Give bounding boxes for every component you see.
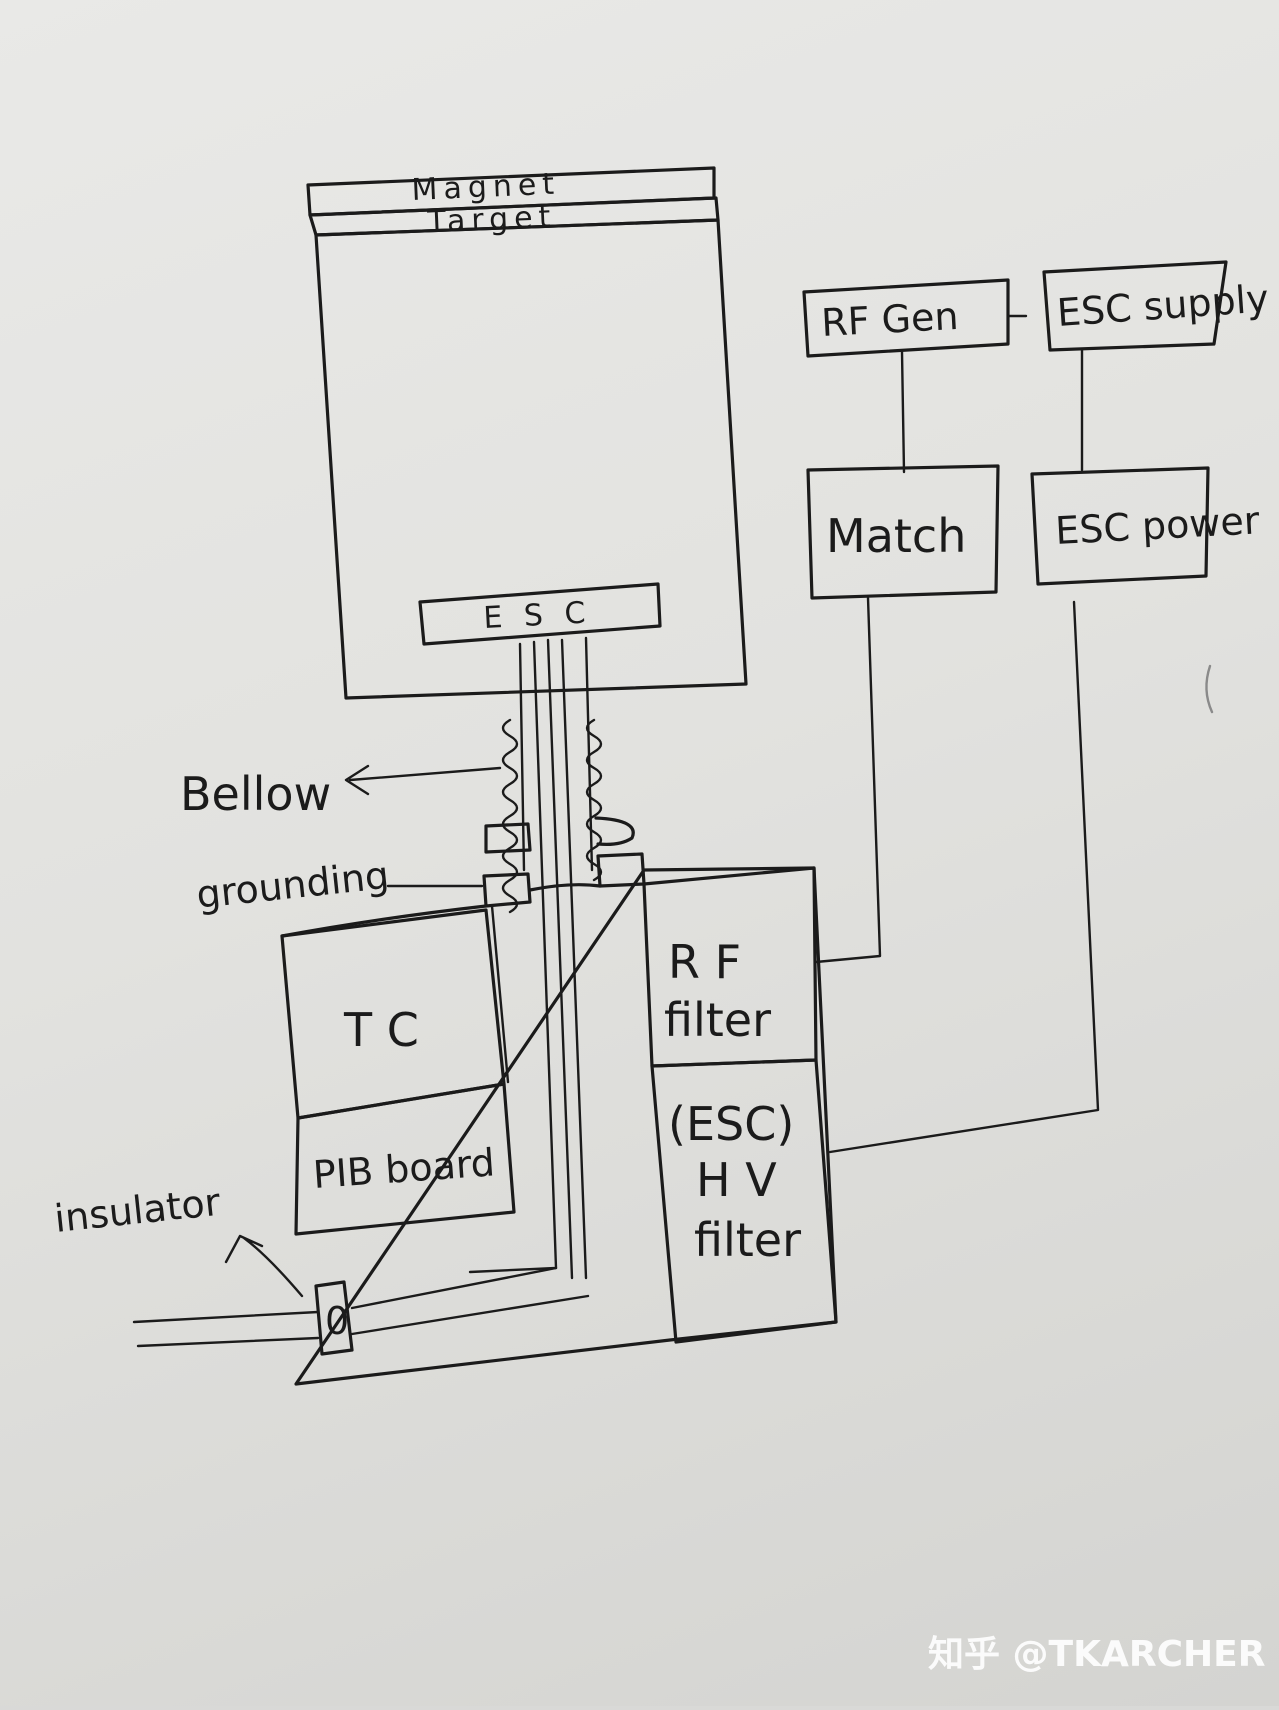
edge-mark — [1205, 664, 1214, 714]
esc-power-to-hv-filter-line — [828, 600, 1100, 1154]
match-to-rf-filter-line — [814, 596, 882, 964]
rf-gen-to-match-line — [900, 350, 906, 474]
chamber-body — [314, 218, 748, 700]
pib-board-block: PIB board — [294, 1082, 516, 1236]
bellow-flange-left — [484, 822, 532, 854]
chamber: Magnet Target — [306, 166, 748, 700]
esc-power-box — [1030, 466, 1210, 586]
esc-supply-label: ESC supply — [1056, 276, 1270, 335]
esc-hv-filter-box — [650, 1058, 838, 1344]
rf-filter-label-line2: filter — [664, 993, 771, 1047]
watermark: 知乎 @TKARCHER — [928, 1634, 1265, 1675]
esc-hv-filter-label-line1: (ESC) — [668, 1097, 794, 1151]
tc-label: T C — [343, 1003, 419, 1057]
bellow-coils — [484, 718, 635, 914]
insulator-symbol: 0 — [325, 1299, 349, 1343]
esc-power-label: ESC power — [1054, 498, 1261, 553]
grounding-annotation: grounding — [194, 853, 484, 917]
bellow-arrow — [344, 764, 502, 796]
esc-hv-filter-label-line3: filter — [694, 1213, 801, 1267]
esc-power-chain: ESC supply ESC power — [828, 260, 1270, 1154]
esc-hv-filter-block: (ESC) H V filter — [650, 1058, 838, 1344]
pib-inner-wall — [490, 904, 510, 1084]
match-label: Match — [826, 509, 966, 563]
rf-gen-box — [802, 278, 1010, 358]
esc-hv-filter-label-line2: H V — [696, 1153, 777, 1207]
rf-filter-label-line1: R F — [668, 935, 741, 989]
pib-board-box — [294, 1082, 516, 1236]
coax-line-top — [132, 1266, 558, 1324]
rf-gen-label: RF Gen — [820, 294, 959, 345]
bellow-label: Bellow — [180, 767, 331, 821]
pib-board-label: PIB board — [312, 1140, 497, 1197]
magnet-label: Magnet — [411, 167, 561, 208]
tc-block: T C — [280, 908, 506, 1120]
wire-3 — [560, 638, 588, 1280]
rf-chain: RF Gen Match — [802, 278, 1028, 964]
esc: E S C — [418, 582, 662, 646]
wire-2 — [546, 638, 574, 1280]
shaft-left-wall — [518, 642, 526, 872]
insulator-assembly: insulator 0 — [52, 1180, 590, 1356]
match-box — [806, 464, 1000, 600]
coax-line-bottom — [136, 1294, 590, 1348]
esc-label: E S C — [483, 595, 593, 636]
rf-filter-block: R F filter — [642, 866, 818, 1068]
grounding-block-left — [482, 872, 532, 908]
esc-supply-box — [1042, 260, 1228, 352]
insulator-label: insulator — [52, 1180, 222, 1241]
insulator-box — [314, 1280, 354, 1356]
bellow-coil-left — [501, 718, 519, 914]
bellow-annotation: Bellow — [180, 764, 502, 821]
esc-box — [418, 582, 662, 646]
grounding-label: grounding — [194, 853, 391, 917]
target-label: Target — [426, 199, 557, 240]
bellow-coil-right — [585, 718, 603, 882]
insulator-arrow — [224, 1234, 304, 1298]
bellow-flange-right — [594, 816, 635, 846]
